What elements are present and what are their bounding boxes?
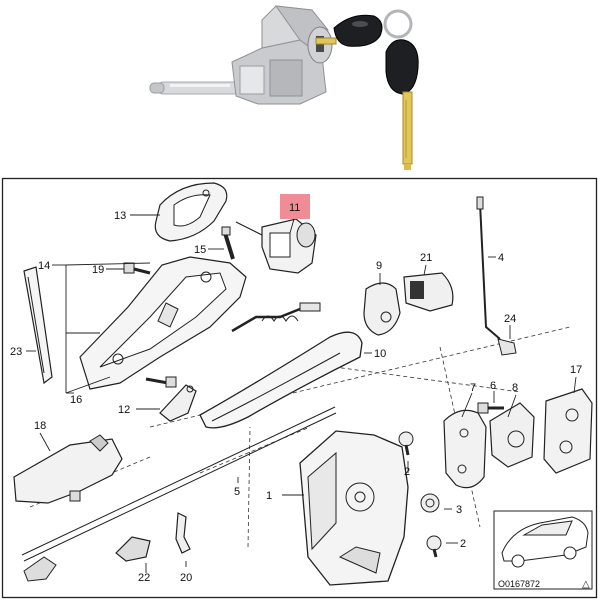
vehicle-thumbnail	[493, 510, 593, 590]
part-23-strip	[23, 266, 53, 385]
callout-23: 23	[10, 346, 22, 358]
part-9-cover	[363, 282, 401, 336]
callout-2-lower: 2	[460, 538, 466, 550]
part-7-plate	[443, 409, 487, 489]
callout-17: 17	[570, 364, 582, 376]
part-20-bracket	[175, 512, 191, 554]
callout-7: 7	[470, 382, 476, 394]
callout-20: 20	[180, 572, 192, 584]
part-3-grommet	[420, 493, 440, 513]
part-5-rod	[21, 406, 337, 562]
leader-lines	[26, 214, 577, 573]
part-2-bolt	[426, 535, 442, 558]
callout-9: 9	[376, 260, 382, 272]
callout-1: 1	[266, 490, 272, 502]
lock-cylinder-body	[231, 5, 333, 105]
part-17-cover-plate	[543, 388, 593, 474]
callout-6: 6	[490, 380, 496, 392]
thumbnail-code: O0167872	[498, 579, 540, 589]
callout-2: 2	[404, 466, 410, 478]
part-21-cap	[403, 272, 454, 312]
part-2-bolt	[398, 431, 414, 456]
callout-22: 22	[138, 572, 150, 584]
part-16-screw	[145, 376, 177, 388]
part-10-door-handle	[199, 331, 363, 429]
callout-21: 21	[420, 252, 432, 264]
callout-4: 4	[498, 252, 504, 264]
callout-13: 13	[114, 210, 126, 222]
callout-12: 12	[118, 404, 130, 416]
callout-18: 18	[34, 420, 46, 432]
part-12-seal	[159, 384, 197, 422]
callout-16: 16	[70, 394, 82, 406]
callout-3: 3	[456, 504, 462, 516]
part-1-lock-mechanism	[299, 430, 409, 586]
lock-shaft	[149, 81, 241, 95]
callout-10: 10	[374, 348, 386, 360]
part-19-bolt	[123, 262, 151, 275]
part-4-rod	[476, 196, 501, 340]
part-18-bracket	[13, 434, 123, 504]
highlight-box	[280, 194, 310, 219]
key-icon	[385, 39, 419, 170]
exploded-parts-diagram: O0167872 △ 13 11 15 14	[1, 177, 598, 599]
callout-5: 5	[234, 486, 240, 498]
part-22-clip	[115, 536, 151, 562]
warning-triangle-icon: △	[582, 579, 590, 590]
part-13-gasket	[154, 182, 228, 242]
callout-11: 11	[289, 202, 300, 214]
key-ring	[383, 9, 413, 39]
part-11-lock-cylinder	[235, 218, 317, 274]
product-photo	[149, 5, 419, 170]
part-6-screw	[477, 402, 504, 414]
callout-15: 15	[194, 244, 206, 256]
callout-19: 19	[92, 264, 104, 276]
part-24-clip	[497, 338, 517, 356]
callout-24: 24	[504, 313, 516, 325]
callout-14: 14	[38, 260, 50, 272]
key-icon	[315, 14, 383, 47]
rod-end-clip	[23, 556, 57, 582]
callout-8: 8	[512, 382, 518, 394]
part-8-striker	[489, 402, 535, 468]
part-15-screw	[221, 226, 235, 260]
part-14-handle-carrier	[79, 256, 321, 390]
